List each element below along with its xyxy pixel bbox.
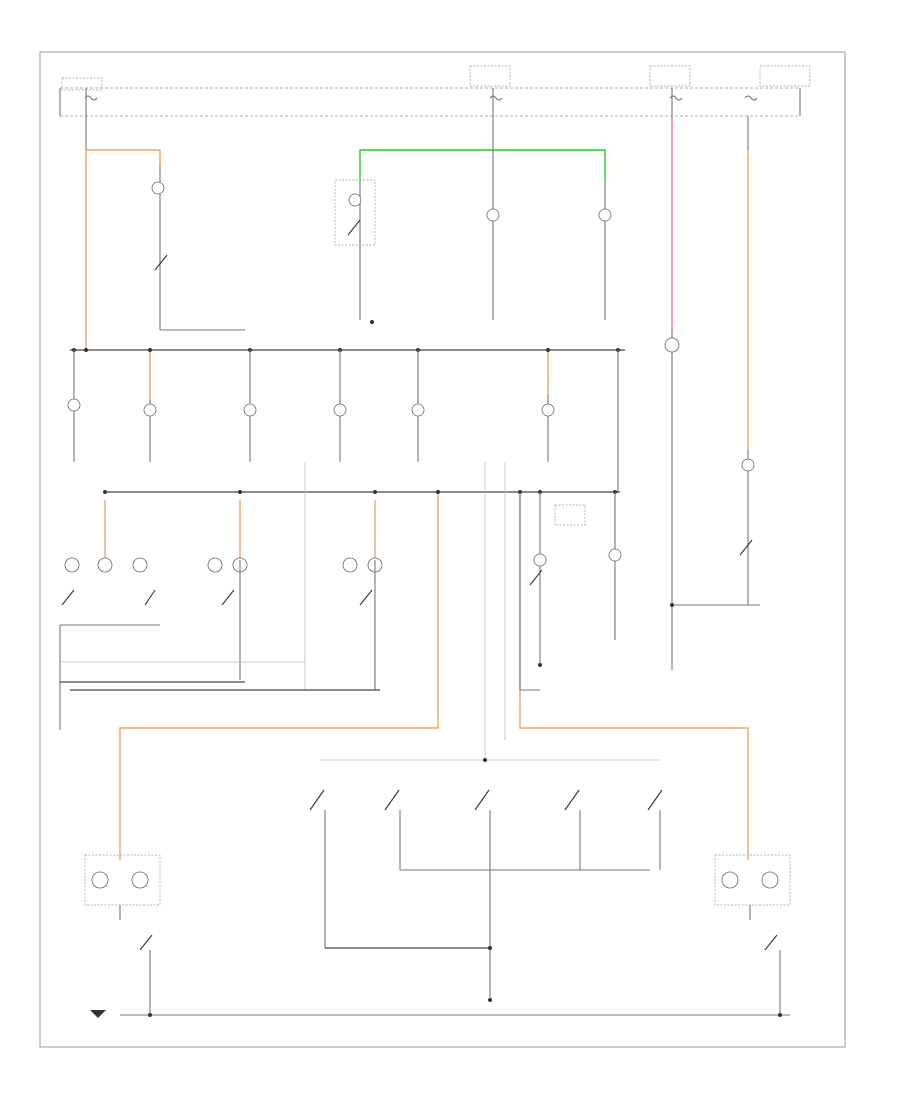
middle-bus xyxy=(70,348,625,352)
top-bus xyxy=(59,65,811,117)
lamp-row xyxy=(67,350,619,492)
orange-wires xyxy=(85,149,749,860)
switch-row xyxy=(309,758,663,1000)
diagram-frame xyxy=(39,51,846,1048)
ground-symbol xyxy=(90,1010,106,1018)
fuses xyxy=(84,88,758,150)
ground-drops xyxy=(59,640,673,730)
green-wire xyxy=(359,149,606,180)
lower-bus xyxy=(103,462,620,760)
upper-components xyxy=(151,150,760,640)
right-lower-group xyxy=(519,492,622,690)
right-headlamp xyxy=(488,854,791,1017)
left-headlamp xyxy=(84,854,790,1018)
lower-lamp-groups xyxy=(59,557,383,720)
